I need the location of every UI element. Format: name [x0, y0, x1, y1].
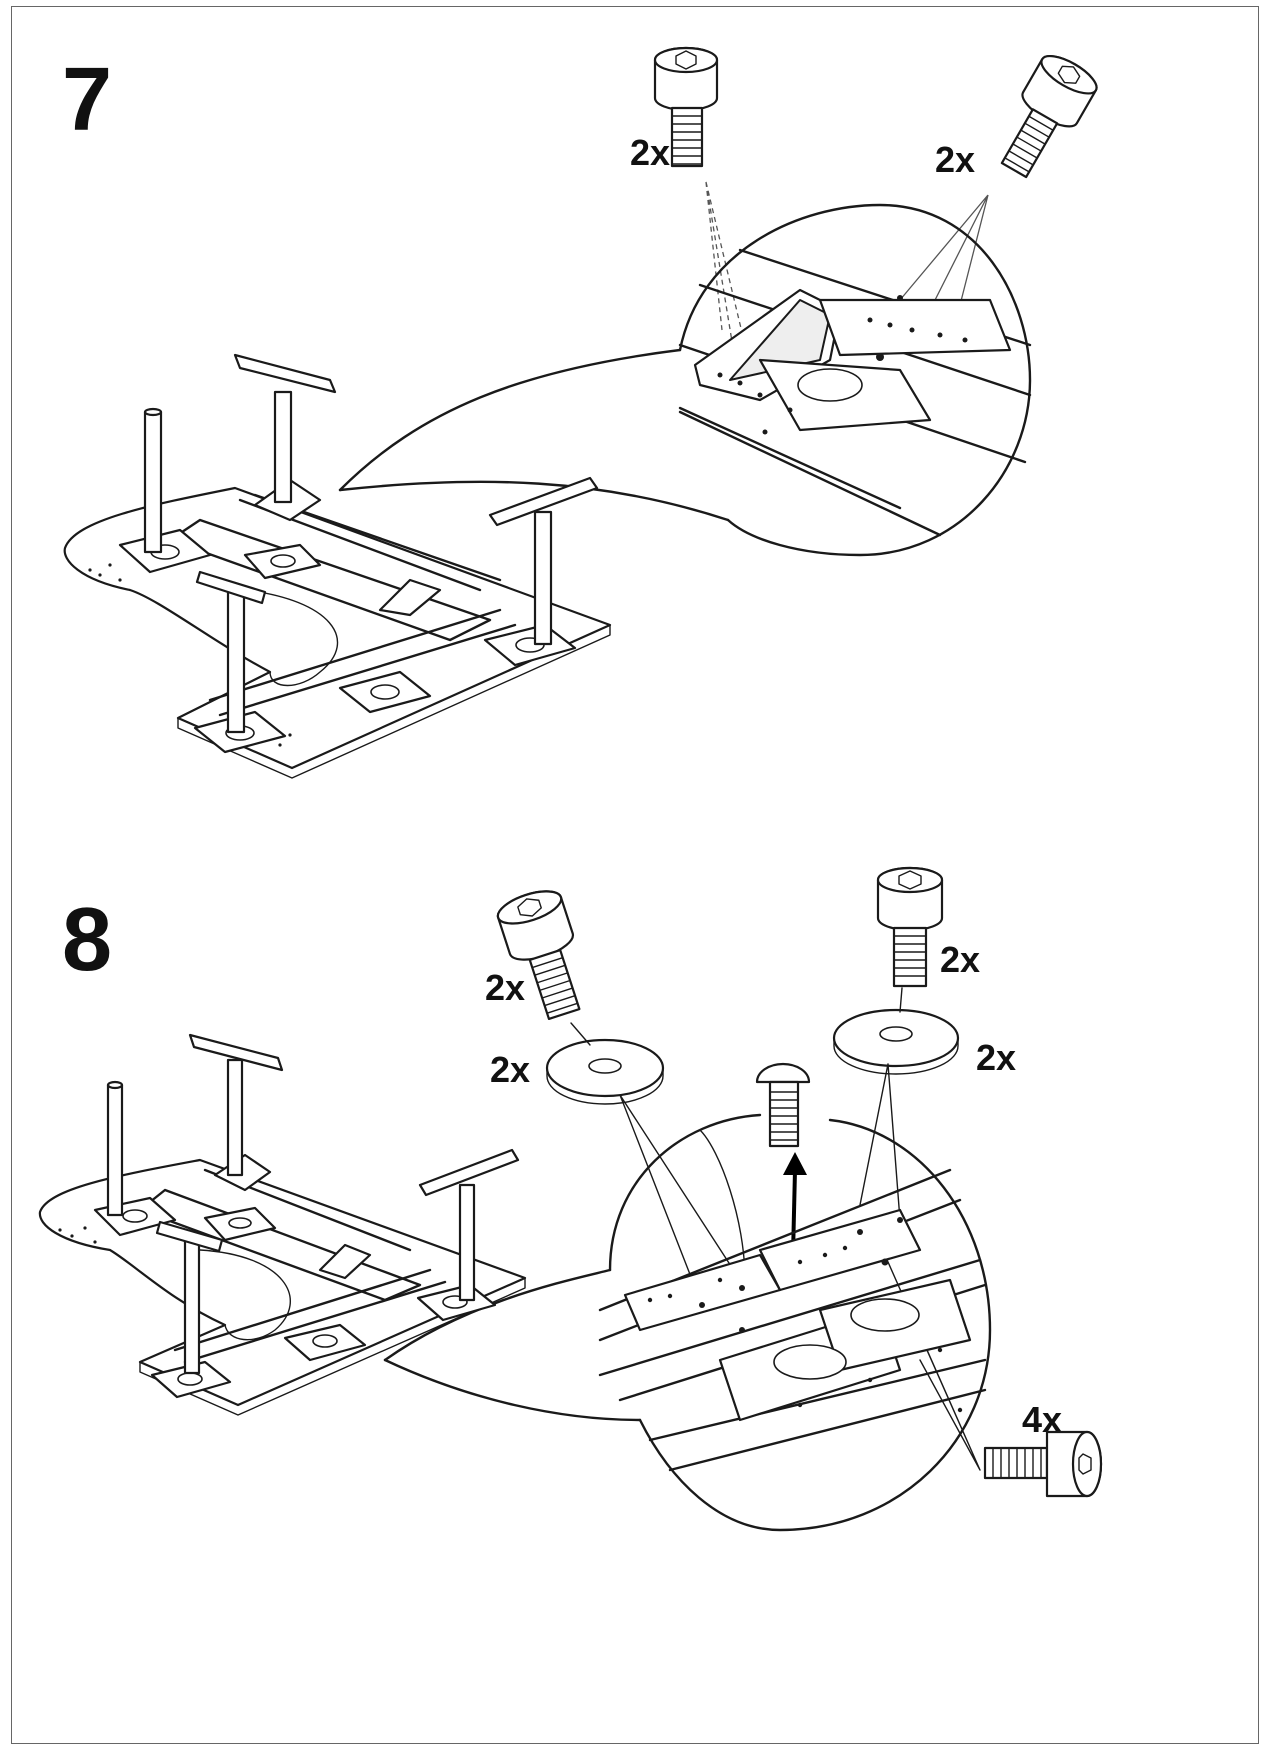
detail-magnifier-step-8 [383, 1113, 992, 1532]
detail-magnifier-step-7 [338, 203, 1032, 557]
hex-socket-bolt-icon [496, 890, 581, 1021]
step-8-number: 8 [62, 890, 113, 990]
step-8-washer-b-quantity: 2x [976, 1037, 1017, 1078]
desk-frame-step-7 [63, 353, 612, 779]
desk-frame-step-8 [38, 1033, 527, 1416]
hex-socket-bolt-icon [983, 1430, 1103, 1498]
button-head-screw-icon [755, 1062, 811, 1148]
step-8-bolt-b-quantity: 2x [940, 939, 981, 980]
step-8-bolt-a-quantity: 2x [485, 967, 526, 1008]
washer-icon [832, 1008, 960, 1075]
step-7-bolt-b-quantity: 2x [935, 139, 976, 180]
page-border [11, 6, 1259, 1744]
hex-socket-bolt-icon [653, 46, 719, 168]
step-7-bolt-a-quantity: 2x [630, 132, 671, 173]
hex-socket-bolt-icon [1000, 55, 1098, 179]
hex-socket-bolt-icon [876, 866, 944, 988]
washer-icon [545, 1038, 665, 1105]
step-7-number: 7 [62, 50, 113, 150]
step-8-washer-a-quantity: 2x [490, 1049, 531, 1090]
